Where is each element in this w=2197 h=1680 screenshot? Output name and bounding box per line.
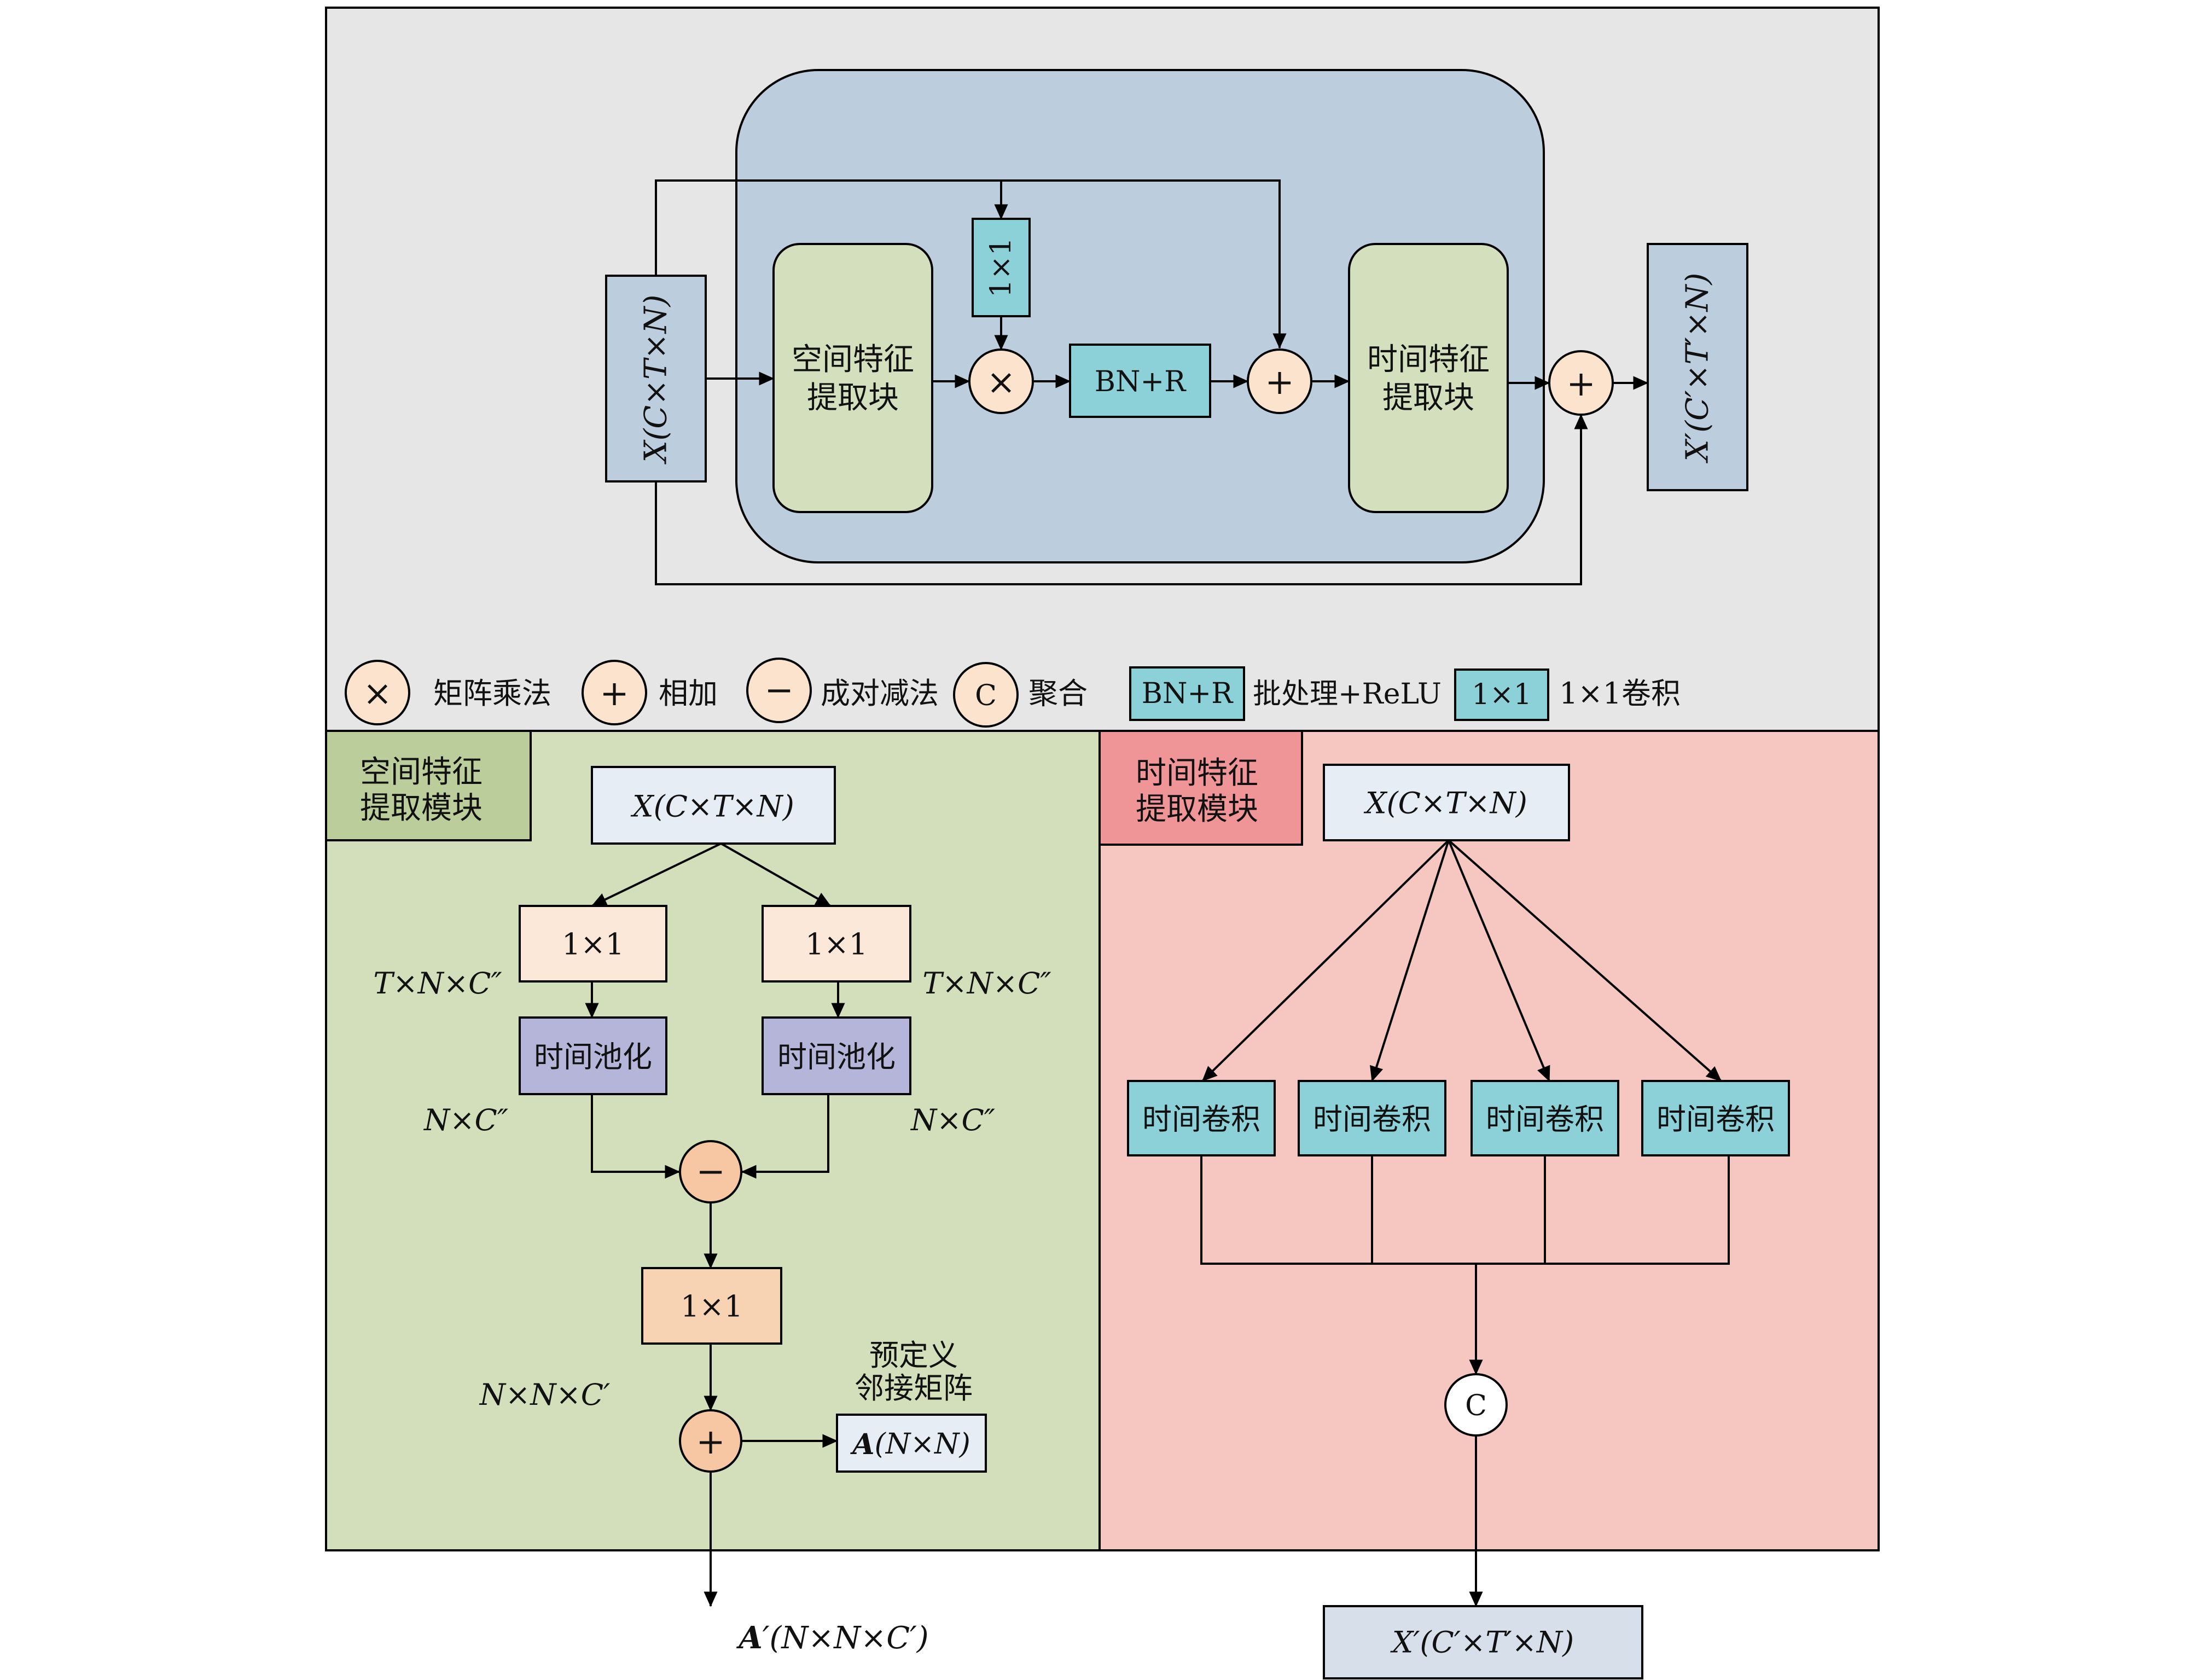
legend-subtract-symbol: − — [764, 670, 794, 711]
temporal-conv-2-label: 时间卷积 — [1313, 1102, 1431, 1137]
top-add-symbol: + — [1265, 362, 1294, 403]
spatial-pool-right-label: 时间池化 — [777, 1040, 896, 1074]
spatial-subtract-circle — [679, 1140, 742, 1204]
top-multiply-symbol: × — [986, 362, 1016, 403]
temporal-arrows — [1200, 839, 1730, 1607]
temporal-concat-symbol: C — [1465, 1390, 1487, 1422]
legend-bnr-text: 批处理+ReLU — [1253, 678, 1442, 711]
top-input-box — [605, 275, 707, 483]
spatial-adj-box — [836, 1414, 987, 1473]
temporal-feature-block-line2: 提取块 — [1382, 380, 1474, 416]
spatial-pool-right — [762, 1016, 911, 1095]
spatial-feature-block — [772, 243, 933, 513]
temporal-feature-block-line1: 时间特征 — [1367, 342, 1490, 377]
temporal-conv-4 — [1641, 1080, 1790, 1156]
spatial-conv-left — [519, 905, 667, 983]
spatial-add-symbol: + — [696, 1422, 725, 1462]
legend-add-text: 相加 — [659, 676, 718, 711]
spatial-output-label: A′(N×N×C′) — [736, 1620, 928, 1656]
legend-multiply-symbol: × — [363, 673, 392, 714]
legend-subtract-text: 成对减法 — [821, 676, 939, 711]
temporal-conv-2 — [1298, 1080, 1446, 1156]
legend-multiply-circle — [345, 660, 410, 725]
temporal-concat-circle — [1444, 1373, 1508, 1437]
spatial-pool-left — [519, 1016, 667, 1095]
spatial-add-circle — [679, 1409, 742, 1473]
top-input-label: X(C×T×N) — [638, 295, 674, 465]
legend-concat-symbol: C — [975, 679, 997, 712]
spatial-dim-left-1: T×N×C″ — [373, 966, 502, 1001]
spatial-conv-right — [762, 905, 911, 983]
top-conv-1x1-label: 1×1 — [985, 237, 1018, 298]
spatial-dim-mid: N×N×C′ — [479, 1377, 611, 1412]
spatial-predef-line2: 邻接矩阵 — [855, 1371, 973, 1405]
spatial-adj-label: A(N×N) — [850, 1428, 970, 1461]
legend-conv-box — [1454, 668, 1549, 721]
top-bnr-box — [1069, 344, 1211, 418]
spatial-subtract-symbol: − — [696, 1152, 725, 1192]
temporal-tag-line2: 提取模块 — [1136, 792, 1258, 827]
temporal-conv-4-label: 时间卷积 — [1657, 1102, 1775, 1137]
spatial-feature-block-line1: 空间特征 — [792, 342, 914, 377]
legend-subtract-circle — [746, 658, 812, 723]
top-bnr-label: BN+R — [1095, 365, 1187, 398]
spatial-conv-mid — [641, 1267, 782, 1345]
spatial-feature-block-line2: 提取块 — [807, 380, 899, 416]
legend: × 矩阵乘法 + 相加 − 成对减法 C 聚合 BN+R 批处理+ReLU 1×… — [345, 658, 1681, 728]
top-flow-arrows — [706, 316, 1649, 390]
temporal-output-box — [1323, 1605, 1643, 1679]
temporal-conv-3-label: 时间卷积 — [1486, 1102, 1604, 1137]
spatial-pool-left-label: 时间池化 — [534, 1040, 652, 1074]
spatial-input-label: X(C×T×N) — [630, 789, 794, 824]
temporal-output-label: X′(C′×T′×N) — [1390, 1625, 1574, 1660]
spatial-conv-right-label: 1×1 — [805, 927, 868, 962]
top-output-label: X′(C′×T′×N) — [1680, 273, 1716, 464]
temporal-tag-box — [1098, 730, 1303, 846]
temporal-conv-1 — [1127, 1080, 1276, 1156]
legend-conv-text: 1×1卷积 — [1559, 676, 1681, 711]
spatial-dim-left-2: N×C″ — [423, 1103, 508, 1137]
spatial-tag-line2: 提取模块 — [360, 790, 483, 826]
spatial-predef-line1: 预定义 — [869, 1338, 958, 1373]
skip-connections-overlay — [736, 179, 1287, 349]
spatial-dim-right-2: N×C″ — [910, 1103, 995, 1137]
legend-add-symbol: + — [600, 673, 629, 714]
top-output-box — [1647, 243, 1748, 491]
legend-conv-box-label: 1×1 — [1472, 678, 1532, 711]
spatial-tag-line1: 空间特征 — [360, 754, 483, 790]
spatial-arrows — [585, 842, 845, 1607]
spatial-input-box — [591, 766, 836, 845]
top-conv-1x1 — [972, 218, 1031, 317]
legend-bnr-box-label: BN+R — [1142, 677, 1234, 710]
legend-concat-circle — [953, 662, 1019, 728]
temporal-tag-line1: 时间特征 — [1136, 755, 1258, 791]
temporal-input-box — [1323, 764, 1570, 841]
temporal-feature-block — [1348, 243, 1509, 513]
legend-bnr-box — [1129, 666, 1245, 721]
temporal-conv-3 — [1471, 1080, 1619, 1156]
spatial-tag-box — [325, 730, 532, 841]
legend-multiply-text: 矩阵乘法 — [433, 676, 551, 711]
legend-add-circle — [582, 660, 647, 725]
temporal-input-label: X(C×T×N) — [1363, 786, 1527, 821]
temporal-conv-1-label: 时间卷积 — [1142, 1102, 1260, 1137]
st-block-background — [735, 69, 1545, 563]
top-final-add-symbol: + — [1566, 364, 1596, 404]
legend-concat-text: 聚合 — [1028, 676, 1088, 711]
spatial-conv-left-label: 1×1 — [562, 927, 624, 962]
spatial-conv-mid-label: 1×1 — [681, 1289, 743, 1324]
spatial-dim-right-1: T×N×C″ — [922, 966, 1051, 1001]
